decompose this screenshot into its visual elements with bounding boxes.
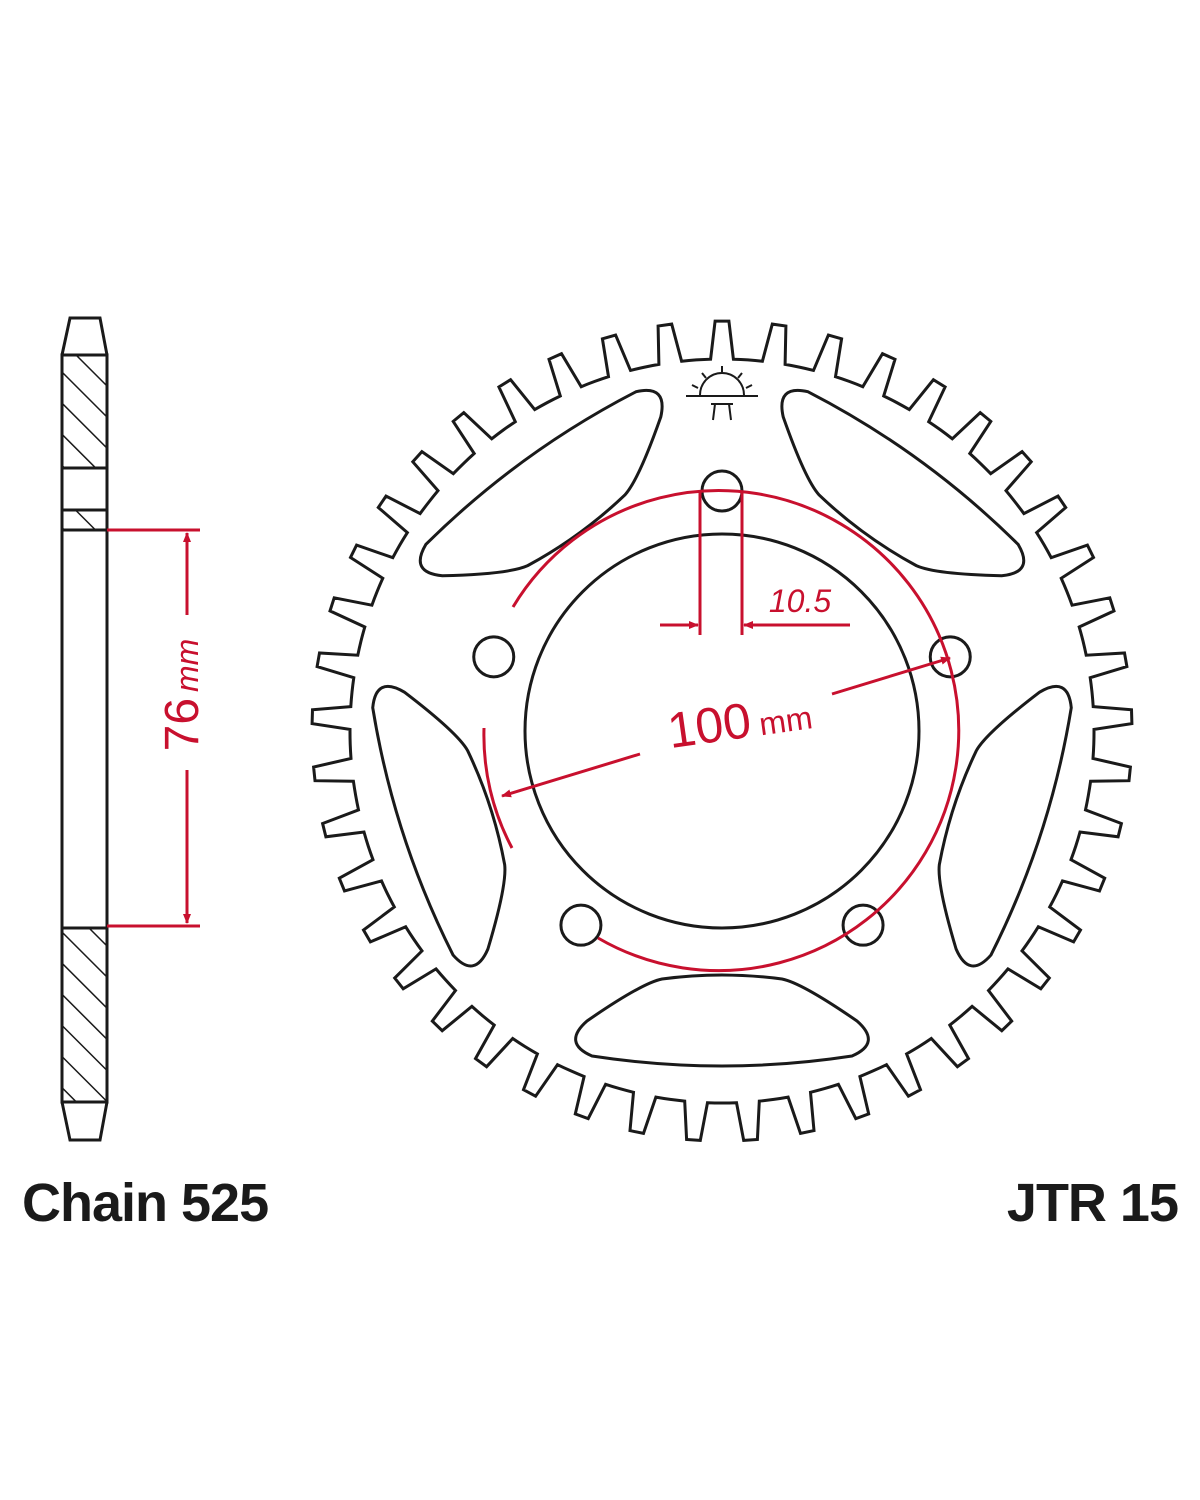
lightening-cutout xyxy=(418,388,664,578)
side-profile xyxy=(60,316,109,1142)
profile-hatch-bottom xyxy=(60,926,109,1104)
part-number-label: JTR 15 xyxy=(1006,1173,1179,1233)
pitch-label: 76mm xyxy=(156,639,209,752)
bolt-circle-arc xyxy=(511,489,961,973)
pitch-dimension xyxy=(107,528,200,928)
chain-label: Chain 525 xyxy=(22,1173,269,1233)
sprocket-teeth-outline xyxy=(310,319,1134,1142)
lightening-cutout xyxy=(937,684,1073,968)
profile-gap xyxy=(60,466,109,512)
profile-hatch-small xyxy=(60,508,109,532)
bolt-circle-arc-left xyxy=(482,727,514,849)
bolt-hole xyxy=(928,635,972,679)
lightening-cutout xyxy=(780,388,1026,578)
bolt-hole xyxy=(559,903,603,947)
profile-hub xyxy=(60,528,109,930)
bolt-circle-dimension xyxy=(482,489,961,973)
profile-bottom-cap xyxy=(60,1101,109,1142)
bolt-hole xyxy=(472,635,516,679)
logo-icon xyxy=(686,366,758,421)
bolt-hole-label: 10.5 xyxy=(769,583,831,619)
lightening-cutout xyxy=(371,684,507,968)
bolt-circle-label: 100mm xyxy=(664,683,815,759)
sprocket xyxy=(310,319,1134,1142)
profile-top-cap xyxy=(60,316,109,356)
profile-hatch-top xyxy=(60,353,109,470)
bolt-hole xyxy=(841,903,885,947)
center-bore xyxy=(523,532,921,930)
lightening-cutout xyxy=(574,973,870,1068)
